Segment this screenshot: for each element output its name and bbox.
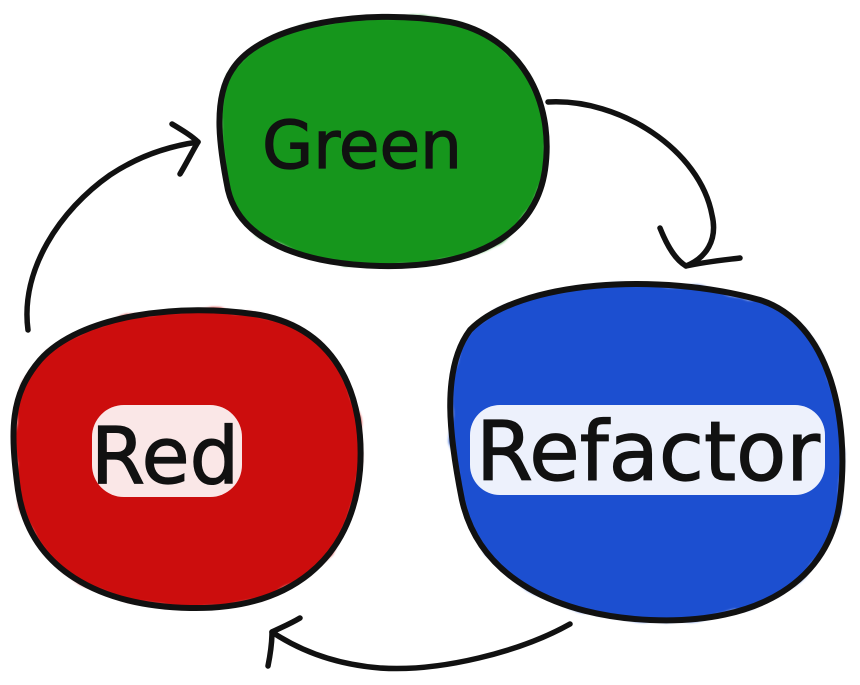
node-refactor-outline bbox=[447, 281, 846, 624]
node-red-label: Red bbox=[91, 412, 239, 502]
node-green-outline bbox=[216, 13, 550, 270]
arrow-green-to-refactor-line bbox=[545, 99, 717, 269]
node-refactor-label: Refactor bbox=[476, 405, 820, 500]
node-red-label-highlight bbox=[92, 405, 242, 497]
node-green-label: Green bbox=[262, 107, 462, 184]
arrow-green-to-refactor bbox=[545, 99, 743, 269]
arrow-refactor-to-red-head bbox=[265, 615, 303, 669]
node-red-outline bbox=[10, 307, 364, 612]
node-red: Red bbox=[10, 307, 364, 612]
arrow-refactor-to-red-line bbox=[269, 621, 573, 672]
node-refactor: Refactor bbox=[447, 281, 846, 624]
arrow-red-to-green-line bbox=[24, 139, 201, 333]
node-green: Green bbox=[216, 13, 550, 270]
node-refactor-label-highlight bbox=[470, 405, 825, 495]
arrow-red-to-green bbox=[24, 121, 201, 333]
arrow-red-to-green-head bbox=[169, 121, 201, 177]
node-green-fill bbox=[219, 16, 547, 267]
arrow-refactor-to-red bbox=[265, 615, 573, 672]
arrow-green-to-refactor-head bbox=[657, 225, 743, 269]
